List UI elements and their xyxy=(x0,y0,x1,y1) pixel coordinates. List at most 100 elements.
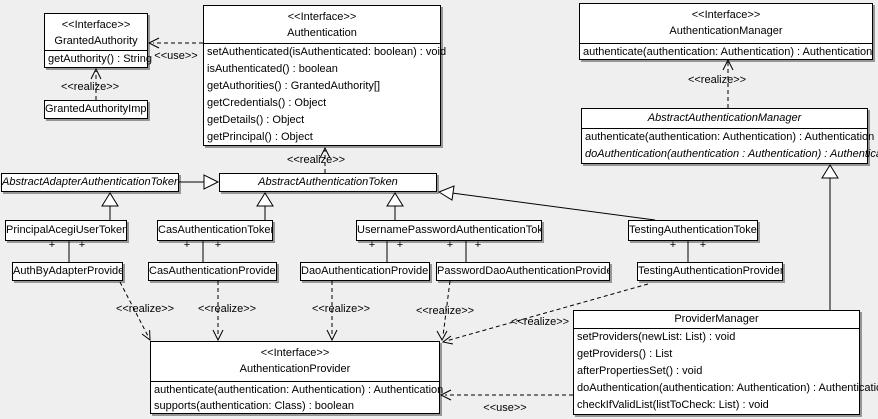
generalization-triangle xyxy=(386,192,404,207)
class-name: TestingAuthenticationToken xyxy=(629,224,757,236)
open-arrowhead xyxy=(722,58,734,71)
class-name: AbstractAuthenticationManager xyxy=(647,112,802,124)
class-name: CasAuthenticationProvider xyxy=(149,265,276,277)
generalization-triangle xyxy=(101,192,119,207)
method: authenticate(authentication: Authenticat… xyxy=(585,131,875,143)
method: doAuthentication(authentication: Authent… xyxy=(577,382,878,394)
method-compartment: setProviders(newList: List) : void getPr… xyxy=(574,328,878,414)
class-title: <<Interface>> Authentication xyxy=(204,6,440,43)
visibility-plus: + xyxy=(78,239,86,251)
class-username-password-authentication-token[interactable]: UsernamePasswordAuthenticationToken xyxy=(356,220,542,241)
generalization-triangle xyxy=(256,192,274,207)
realize-label: <<realize>> xyxy=(60,81,120,93)
class-name: CasAuthenticationToken xyxy=(158,224,272,236)
realize-label: <<realize>> xyxy=(286,154,346,166)
class-authentication-manager[interactable]: <<Interface>> AuthenticationManager auth… xyxy=(579,3,873,60)
class-name: PrincipalAcegiUserToken xyxy=(6,224,126,236)
method-compartment: getAuthority() : String xyxy=(45,50,152,67)
class-name: DaoAuthenticationProvider xyxy=(301,265,429,277)
class-name: Authentication xyxy=(287,27,357,39)
class-provider-manager[interactable]: ProviderManager setProviders(newList: Li… xyxy=(573,310,878,415)
stereotype-label: <<Interface>> xyxy=(287,11,357,23)
method: afterPropertiesSet() : void xyxy=(577,365,703,377)
class-abstract-authentication-token[interactable]: AbstractAuthenticationToken xyxy=(219,173,437,192)
visibility-plus: + xyxy=(214,239,222,251)
open-arrowhead xyxy=(90,67,102,80)
class-name: GrantedAuthority xyxy=(54,35,138,47)
method: getAuthorities() : GrantedAuthority[] xyxy=(207,80,381,92)
visibility-plus: + xyxy=(48,239,56,251)
stereotype-label: <<Interface>> xyxy=(691,9,761,21)
class-authentication[interactable]: <<Interface>> Authentication setAuthenti… xyxy=(203,5,447,146)
method-compartment: authenticate(authentication: Authenticat… xyxy=(151,381,444,414)
open-arrowhead xyxy=(326,329,338,342)
method: authenticate(authentication: Authenticat… xyxy=(583,46,873,58)
open-arrowhead xyxy=(436,330,448,342)
use-label: <<use>> xyxy=(483,402,527,414)
class-name: AbstractAdapterAuthenticationToken xyxy=(2,176,178,188)
method: setAuthenticated(isAuthenticated: boolea… xyxy=(207,46,447,58)
class-name: AuthenticationProvider xyxy=(239,363,351,375)
generalization-triangle xyxy=(437,185,455,201)
open-arrowhead xyxy=(212,329,224,342)
method: getAuthority() : String xyxy=(48,53,152,65)
class-principal-acegi-user-token[interactable]: PrincipalAcegiUserToken xyxy=(5,220,127,241)
class-authentication-provider[interactable]: <<Interface>> AuthenticationProvider aut… xyxy=(150,341,444,414)
stereotype-label: <<Interface>> xyxy=(260,347,330,359)
method: doAuthentication(authentication : Authen… xyxy=(585,148,878,160)
class-name: PasswordDaoAuthenticationProvider xyxy=(437,265,609,277)
method: getDetails() : Object xyxy=(207,114,305,126)
generalization-edge xyxy=(451,192,656,221)
visibility-plus: + xyxy=(396,239,404,251)
visibility-plus: + xyxy=(669,239,677,251)
realize-label: <<realize>> xyxy=(687,74,747,86)
class-name: AbstractAuthenticationToken xyxy=(258,176,398,188)
method: getCredentials() : Object xyxy=(207,97,327,109)
method: getPrincipal() : Object xyxy=(207,131,313,143)
class-cas-authentication-token[interactable]: CasAuthenticationToken xyxy=(157,220,273,241)
class-auth-by-adapter-provider[interactable]: AuthByAdapterProvider xyxy=(12,262,123,281)
realize-label: <<realize>> xyxy=(197,303,257,315)
class-name: AuthByAdapterProvider xyxy=(13,265,122,277)
method: setProviders(newList: List) : void xyxy=(577,331,736,343)
visibility-plus: + xyxy=(368,239,376,251)
realize-label: <<realize>> xyxy=(311,303,371,315)
open-arrowhead xyxy=(147,37,160,49)
class-granted-authority-impl[interactable]: GrantedAuthorityImpl xyxy=(44,100,148,119)
class-title: <<Interface>> AuthenticationProvider xyxy=(151,342,439,381)
class-title: <<Interface>> GrantedAuthority xyxy=(45,14,147,50)
method: checkIfValidList(listToCheck: List) : vo… xyxy=(577,399,769,411)
method: authenticate(authentication: Authenticat… xyxy=(154,384,444,396)
realize-label: <<realize>> xyxy=(115,303,175,315)
class-cas-authentication-provider[interactable]: CasAuthenticationProvider xyxy=(148,262,277,281)
class-name: UsernamePasswordAuthenticationToken xyxy=(357,224,541,236)
method-compartment: setAuthenticated(isAuthenticated: boolea… xyxy=(204,43,447,146)
method: isAuthenticated() : boolean xyxy=(207,63,338,75)
class-password-dao-authentication-provider[interactable]: PasswordDaoAuthenticationProvider xyxy=(436,262,610,281)
method: supports(authentication: Class) : boolea… xyxy=(154,400,354,412)
realize-label: <<realize>> xyxy=(415,305,475,317)
class-abstract-adapter-authentication-token[interactable]: AbstractAdapterAuthenticationToken xyxy=(1,173,179,192)
method-compartment: authenticate(authentication: Authenticat… xyxy=(580,43,872,60)
generalization-triangle xyxy=(821,164,839,179)
method: getProviders() : List xyxy=(577,348,673,360)
stereotype-label: <<Interface>> xyxy=(61,19,131,31)
class-granted-authority[interactable]: <<Interface>> GrantedAuthority getAuthor… xyxy=(44,13,152,68)
class-testing-authentication-token[interactable]: TestingAuthenticationToken xyxy=(628,220,758,241)
open-arrowhead xyxy=(441,335,454,345)
class-abstract-authentication-manager[interactable]: AbstractAuthenticationManager authentica… xyxy=(581,108,878,164)
visibility-plus: + xyxy=(699,239,707,251)
method-compartment: authenticate(authentication: Authenticat… xyxy=(582,128,878,163)
visibility-plus: + xyxy=(474,239,482,251)
class-testing-authentication-provider[interactable]: TestingAuthenticationProvider xyxy=(637,262,783,281)
class-name: TestingAuthenticationProvider xyxy=(638,265,782,277)
class-name: GrantedAuthorityImpl xyxy=(45,103,147,115)
visibility-plus: + xyxy=(446,239,454,251)
use-label: <<use>> xyxy=(154,50,198,62)
visibility-plus: + xyxy=(183,239,191,251)
generalization-triangle xyxy=(203,174,220,190)
class-name: AuthenticationManager xyxy=(669,25,783,37)
open-arrowhead xyxy=(141,329,151,342)
class-dao-authentication-provider[interactable]: DaoAuthenticationProvider xyxy=(300,262,430,281)
